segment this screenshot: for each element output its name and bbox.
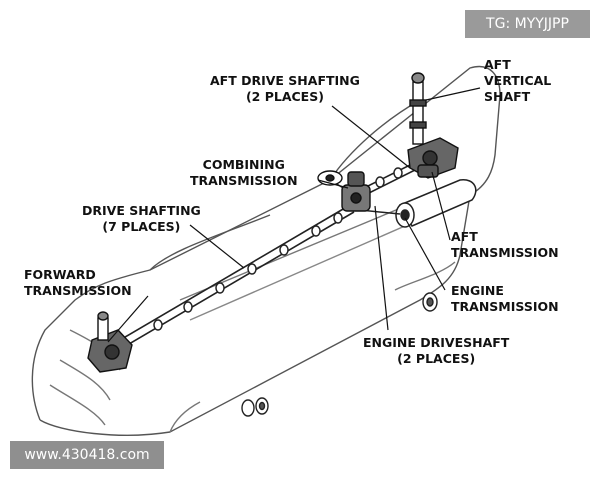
aft-shaft-couplings bbox=[375, 167, 403, 188]
label-aft-transmission: AFT TRANSMISSION bbox=[451, 229, 559, 260]
label-aft-vertical-shaft: AFT VERTICAL SHAFT bbox=[484, 57, 552, 104]
label-aft-drive-shafting: AFT DRIVE SHAFTING (2 PLACES) bbox=[210, 73, 360, 104]
forward-landing-gear bbox=[241, 397, 269, 417]
fuselage-outline bbox=[31, 65, 501, 436]
combining-transmission bbox=[317, 170, 371, 212]
drive-shaft-couplings bbox=[153, 212, 343, 331]
label-combining-transmission: COMBINING TRANSMISSION bbox=[190, 157, 298, 188]
label-forward-transmission: FORWARD TRANSMISSION bbox=[24, 267, 132, 298]
watermark-bottom-left: www.430418.com bbox=[10, 441, 164, 469]
watermark-top-right: TG: MYYJJPP bbox=[465, 10, 590, 38]
forward-transmission bbox=[87, 311, 133, 373]
aft-vertical-shaft bbox=[409, 72, 427, 145]
label-drive-shafting: DRIVE SHAFTING (7 PLACES) bbox=[82, 203, 201, 234]
label-engine-transmission: ENGINE TRANSMISSION bbox=[451, 283, 559, 314]
aft-landing-gear bbox=[422, 292, 438, 312]
engine-nacelle bbox=[395, 179, 477, 228]
label-engine-driveshaft: ENGINE DRIVESHAFT (2 PLACES) bbox=[363, 335, 510, 366]
leader-lines bbox=[107, 87, 481, 343]
aft-transmission bbox=[407, 137, 459, 179]
